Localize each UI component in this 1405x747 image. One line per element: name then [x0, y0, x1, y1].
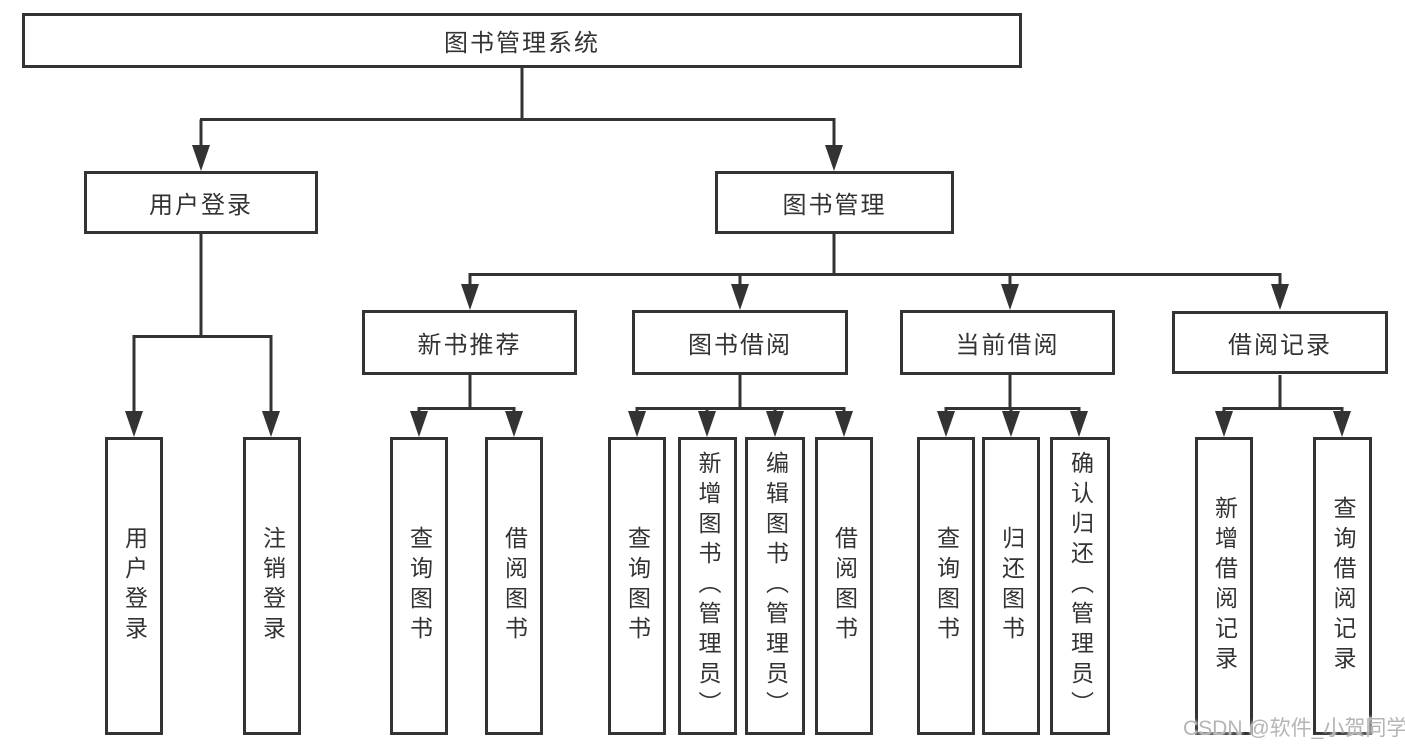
leaf-add-book-admin: 新增图书（管理员） [678, 437, 737, 735]
leaf-add-book-admin-label: 新增图书（管理员） [695, 451, 721, 721]
leaf-edit-book-admin: 编辑图书（管理员） [745, 437, 805, 735]
node-borrow-records-label: 借阅记录 [1228, 332, 1332, 359]
leaf-current-query-book-label: 查询图书 [933, 526, 960, 646]
connector-line [199, 68, 836, 147]
connector-line [468, 232, 1282, 286]
node-book-mgmt-label: 图书管理 [782, 192, 887, 219]
csdn-watermark: CSDN @软件_小贺同学 [1183, 717, 1405, 740]
node-user-login-label: 用户登录 [149, 192, 253, 219]
node-borrow-records: 借阅记录 [1172, 311, 1388, 374]
connector-line [1222, 375, 1344, 414]
connector-line [944, 375, 1081, 414]
leaf-query-borrow-record-label: 查询借阅记录 [1330, 496, 1356, 676]
leaf-recommend-borrow-book: 借阅图书 [485, 437, 543, 735]
leaf-recommend-borrow-book-label: 借阅图书 [501, 526, 528, 646]
node-new-book-recommend: 新书推荐 [362, 310, 577, 375]
node-current-borrow-label: 当前借阅 [955, 332, 1060, 359]
connector-line [132, 233, 273, 413]
node-user-login: 用户登录 [84, 171, 318, 234]
leaf-logout-label: 注销登录 [259, 526, 286, 646]
leaf-borrow-query-book: 查询图书 [608, 437, 666, 735]
leaf-borrow-query-book-label: 查询图书 [624, 526, 651, 646]
leaf-return-book: 归还图书 [982, 437, 1040, 735]
arrowhead-down-icon [937, 411, 1088, 437]
connector-line [635, 375, 846, 414]
connector-recommend-subtree [410, 375, 523, 437]
leaf-current-query-book: 查询图书 [917, 437, 975, 735]
leaf-add-borrow-record-label: 新增借阅记录 [1211, 496, 1238, 676]
arrowhead-down-icon [461, 284, 1289, 310]
leaf-logout: 注销登录 [243, 437, 301, 735]
connector-root-to-level1 [192, 68, 843, 171]
node-new-book-recommend-label: 新书推荐 [417, 332, 522, 359]
leaf-recommend-query-book-label: 查询图书 [406, 526, 433, 646]
leaf-user-login: 用户登录 [105, 437, 163, 735]
connector-line [417, 375, 516, 414]
connector-current-subtree [937, 375, 1088, 437]
node-book-borrow: 图书借阅 [632, 310, 848, 375]
node-root-label: 图书管理系统 [444, 30, 600, 57]
node-book-mgmt: 图书管理 [715, 171, 954, 234]
leaf-return-book-label: 归还图书 [998, 526, 1025, 646]
arrowhead-down-icon [192, 145, 843, 171]
leaf-borrow-book: 借阅图书 [815, 437, 873, 735]
leaf-borrow-book-label: 借阅图书 [831, 526, 858, 646]
node-root: 图书管理系统 [22, 13, 1022, 68]
leaf-confirm-return-admin-label: 确认归还（管理员） [1067, 451, 1094, 721]
arrowhead-down-icon [1215, 411, 1351, 437]
node-current-borrow: 当前借阅 [900, 310, 1115, 375]
connector-book-mgmt-to-level2 [461, 232, 1289, 310]
connector-records-subtree [1215, 375, 1351, 437]
leaf-add-borrow-record: 新增借阅记录 [1195, 437, 1253, 735]
leaf-edit-book-admin-label: 编辑图书（管理员） [762, 451, 789, 721]
leaf-recommend-query-book: 查询图书 [390, 437, 448, 735]
leaf-query-borrow-record: 查询借阅记录 [1313, 437, 1372, 735]
leaf-confirm-return-admin: 确认归还（管理员） [1050, 437, 1110, 735]
leaf-user-login-label: 用户登录 [121, 526, 148, 646]
arrowhead-down-icon [410, 411, 523, 437]
connector-user-login-subtree [125, 233, 280, 437]
arrowhead-down-icon [628, 411, 853, 437]
arrowhead-down-icon [125, 411, 280, 437]
node-book-borrow-label: 图书借阅 [688, 332, 792, 359]
connector-borrow-subtree [628, 375, 853, 437]
